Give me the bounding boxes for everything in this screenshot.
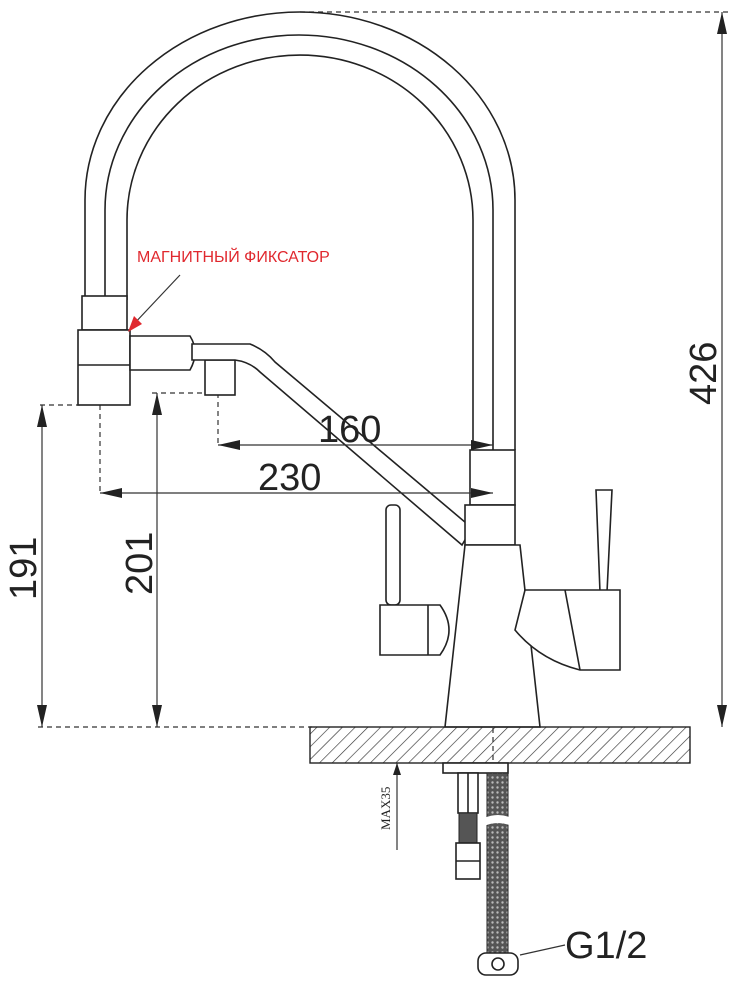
- hoses: [442, 762, 566, 976]
- dimension-426: 426: [683, 342, 725, 405]
- spout: [84, 11, 516, 450]
- max-thickness-label: MAX35: [378, 787, 393, 830]
- pull-out-head: [77, 295, 474, 547]
- dimension-201: 201: [119, 532, 161, 595]
- dimension-lines: [37, 12, 727, 850]
- dimension-160: 160: [318, 409, 381, 451]
- connection-size-label: G1/2: [565, 925, 647, 967]
- dimension-230: 230: [258, 457, 321, 499]
- dimension-191: 191: [3, 537, 45, 600]
- extension-lines: [38, 11, 728, 780]
- magnetic-lock-label: МАГНИТНЫЙ ФИКСАТОР: [137, 247, 330, 266]
- countertop: [309, 726, 691, 764]
- faucet-body: [379, 449, 621, 728]
